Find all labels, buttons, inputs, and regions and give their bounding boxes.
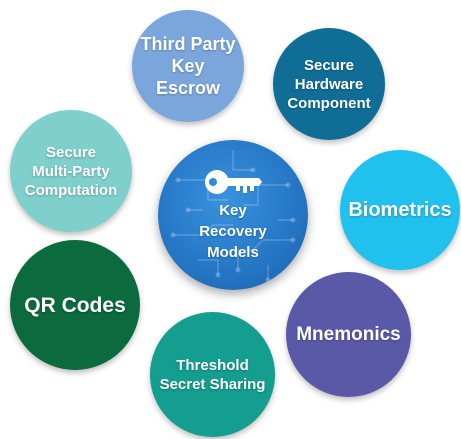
node-label: Threshold Secret Sharing <box>159 356 266 393</box>
node-label: Secure Hardware Component <box>287 56 371 112</box>
node-qr-codes: QR Codes <box>10 240 140 370</box>
circuit-pattern <box>170 150 296 283</box>
key-icon <box>204 169 262 194</box>
node-label: Biometrics <box>348 199 452 221</box>
node-label: Third Party Key Escrow <box>140 34 236 98</box>
node-mnemonics: Mnemonics <box>286 272 411 397</box>
node-biometrics: Biometrics <box>340 150 460 270</box>
node-label: Mnemonics <box>296 324 401 345</box>
node-secure-hardware-component: Secure Hardware Component <box>273 28 385 140</box>
node-label: Secure Multi-Party Computation <box>24 143 118 199</box>
center-node-key-recovery-models: Key Recovery Models <box>158 140 308 290</box>
center-label: Key Recovery Models <box>199 201 267 261</box>
node-label: QR Codes <box>24 293 126 317</box>
node-threshold-secret-sharing: Threshold Secret Sharing <box>150 312 275 437</box>
node-secure-multi-party-computation: Secure Multi-Party Computation <box>10 110 132 232</box>
node-third-party-key-escrow: Third Party Key Escrow <box>132 10 244 122</box>
